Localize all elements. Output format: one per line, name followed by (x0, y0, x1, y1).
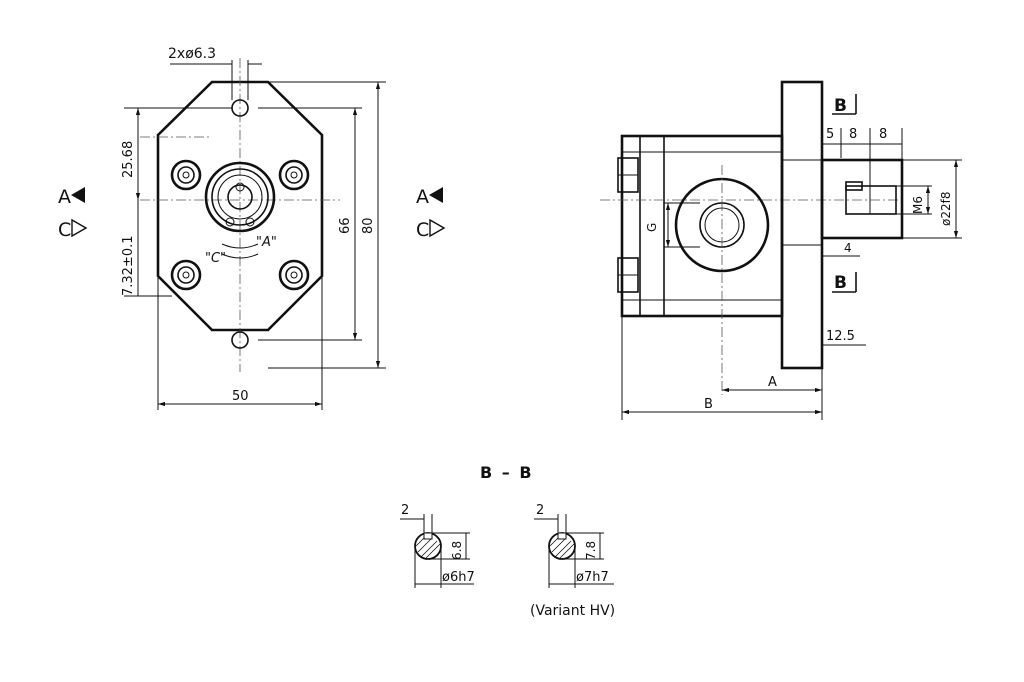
dir-a-arrow-icon-2 (429, 187, 443, 203)
direction-legend-right: A C (416, 186, 446, 241)
hole-spec-label: 2xø6.3 (168, 46, 216, 62)
section-right-diameter: ø7h7 (576, 570, 609, 585)
dir-a-arrow-icon (71, 187, 85, 203)
port-label: G (645, 223, 659, 232)
section-right: 2 7.8 ø7h7 (534, 503, 614, 588)
dim-upper-label: 25.68 (121, 141, 136, 178)
dir-a-letter: A (58, 186, 71, 208)
rotation-a-label: "A" (256, 235, 277, 250)
rotation-c-label: "C" (205, 251, 226, 266)
section-left-key-width: 2 (401, 503, 409, 518)
dim-width-label: 50 (232, 389, 249, 404)
bolt-heads (170, 159, 310, 291)
mounting-hole-bottom (231, 331, 249, 349)
flange-side (780, 80, 824, 370)
thread-label: M6 (911, 196, 925, 214)
shaft-diameter-label: ø22f8 (939, 192, 953, 226)
dir-c-letter: C (58, 219, 71, 241)
dim-a-label: A (768, 375, 777, 390)
direction-legend-left: A C (58, 186, 88, 241)
section-title: B – B (480, 463, 534, 482)
side-view: G B B 5 8 8 M6 (600, 80, 962, 420)
dim-height-inner-label: 66 (338, 217, 353, 234)
section-left: 2 6.8 ø6h7 (400, 503, 475, 588)
dir-c-letter-2: C (416, 219, 429, 241)
section-mark-bottom: B (834, 273, 847, 293)
dim-8a-label: 8 (849, 127, 857, 142)
dim-12-5-label: 12.5 (826, 329, 855, 344)
section-left-height: 6.8 (450, 541, 464, 560)
dim-5-label: 5 (826, 127, 834, 142)
section-bb: B – B 2 6.8 ø6h7 (400, 463, 615, 619)
flange-outline (156, 80, 324, 332)
dim-4-label: 4 (844, 241, 852, 255)
section-right-key-width: 2 (536, 503, 544, 518)
dim-height-outer-label: 80 (361, 217, 376, 234)
front-view: "C" "A" 2xø6.3 25.68 7.32±0.1 66 80 50 (121, 46, 386, 410)
dir-c-arrow-icon-2 (429, 218, 446, 238)
dim-lower-label: 7.32±0.1 (121, 235, 136, 296)
shaft (820, 158, 904, 240)
variant-note: (Variant HV) (530, 603, 615, 619)
central-hub (204, 161, 276, 233)
section-mark-top: B (834, 96, 847, 116)
dir-a-letter-2: A (416, 186, 429, 208)
dir-c-arrow-icon (71, 218, 88, 238)
dim-8b-label: 8 (879, 127, 887, 142)
dim-b-label: B (704, 397, 713, 412)
section-left-diameter: ø6h7 (442, 570, 475, 585)
section-right-height: 7.8 (584, 541, 598, 560)
